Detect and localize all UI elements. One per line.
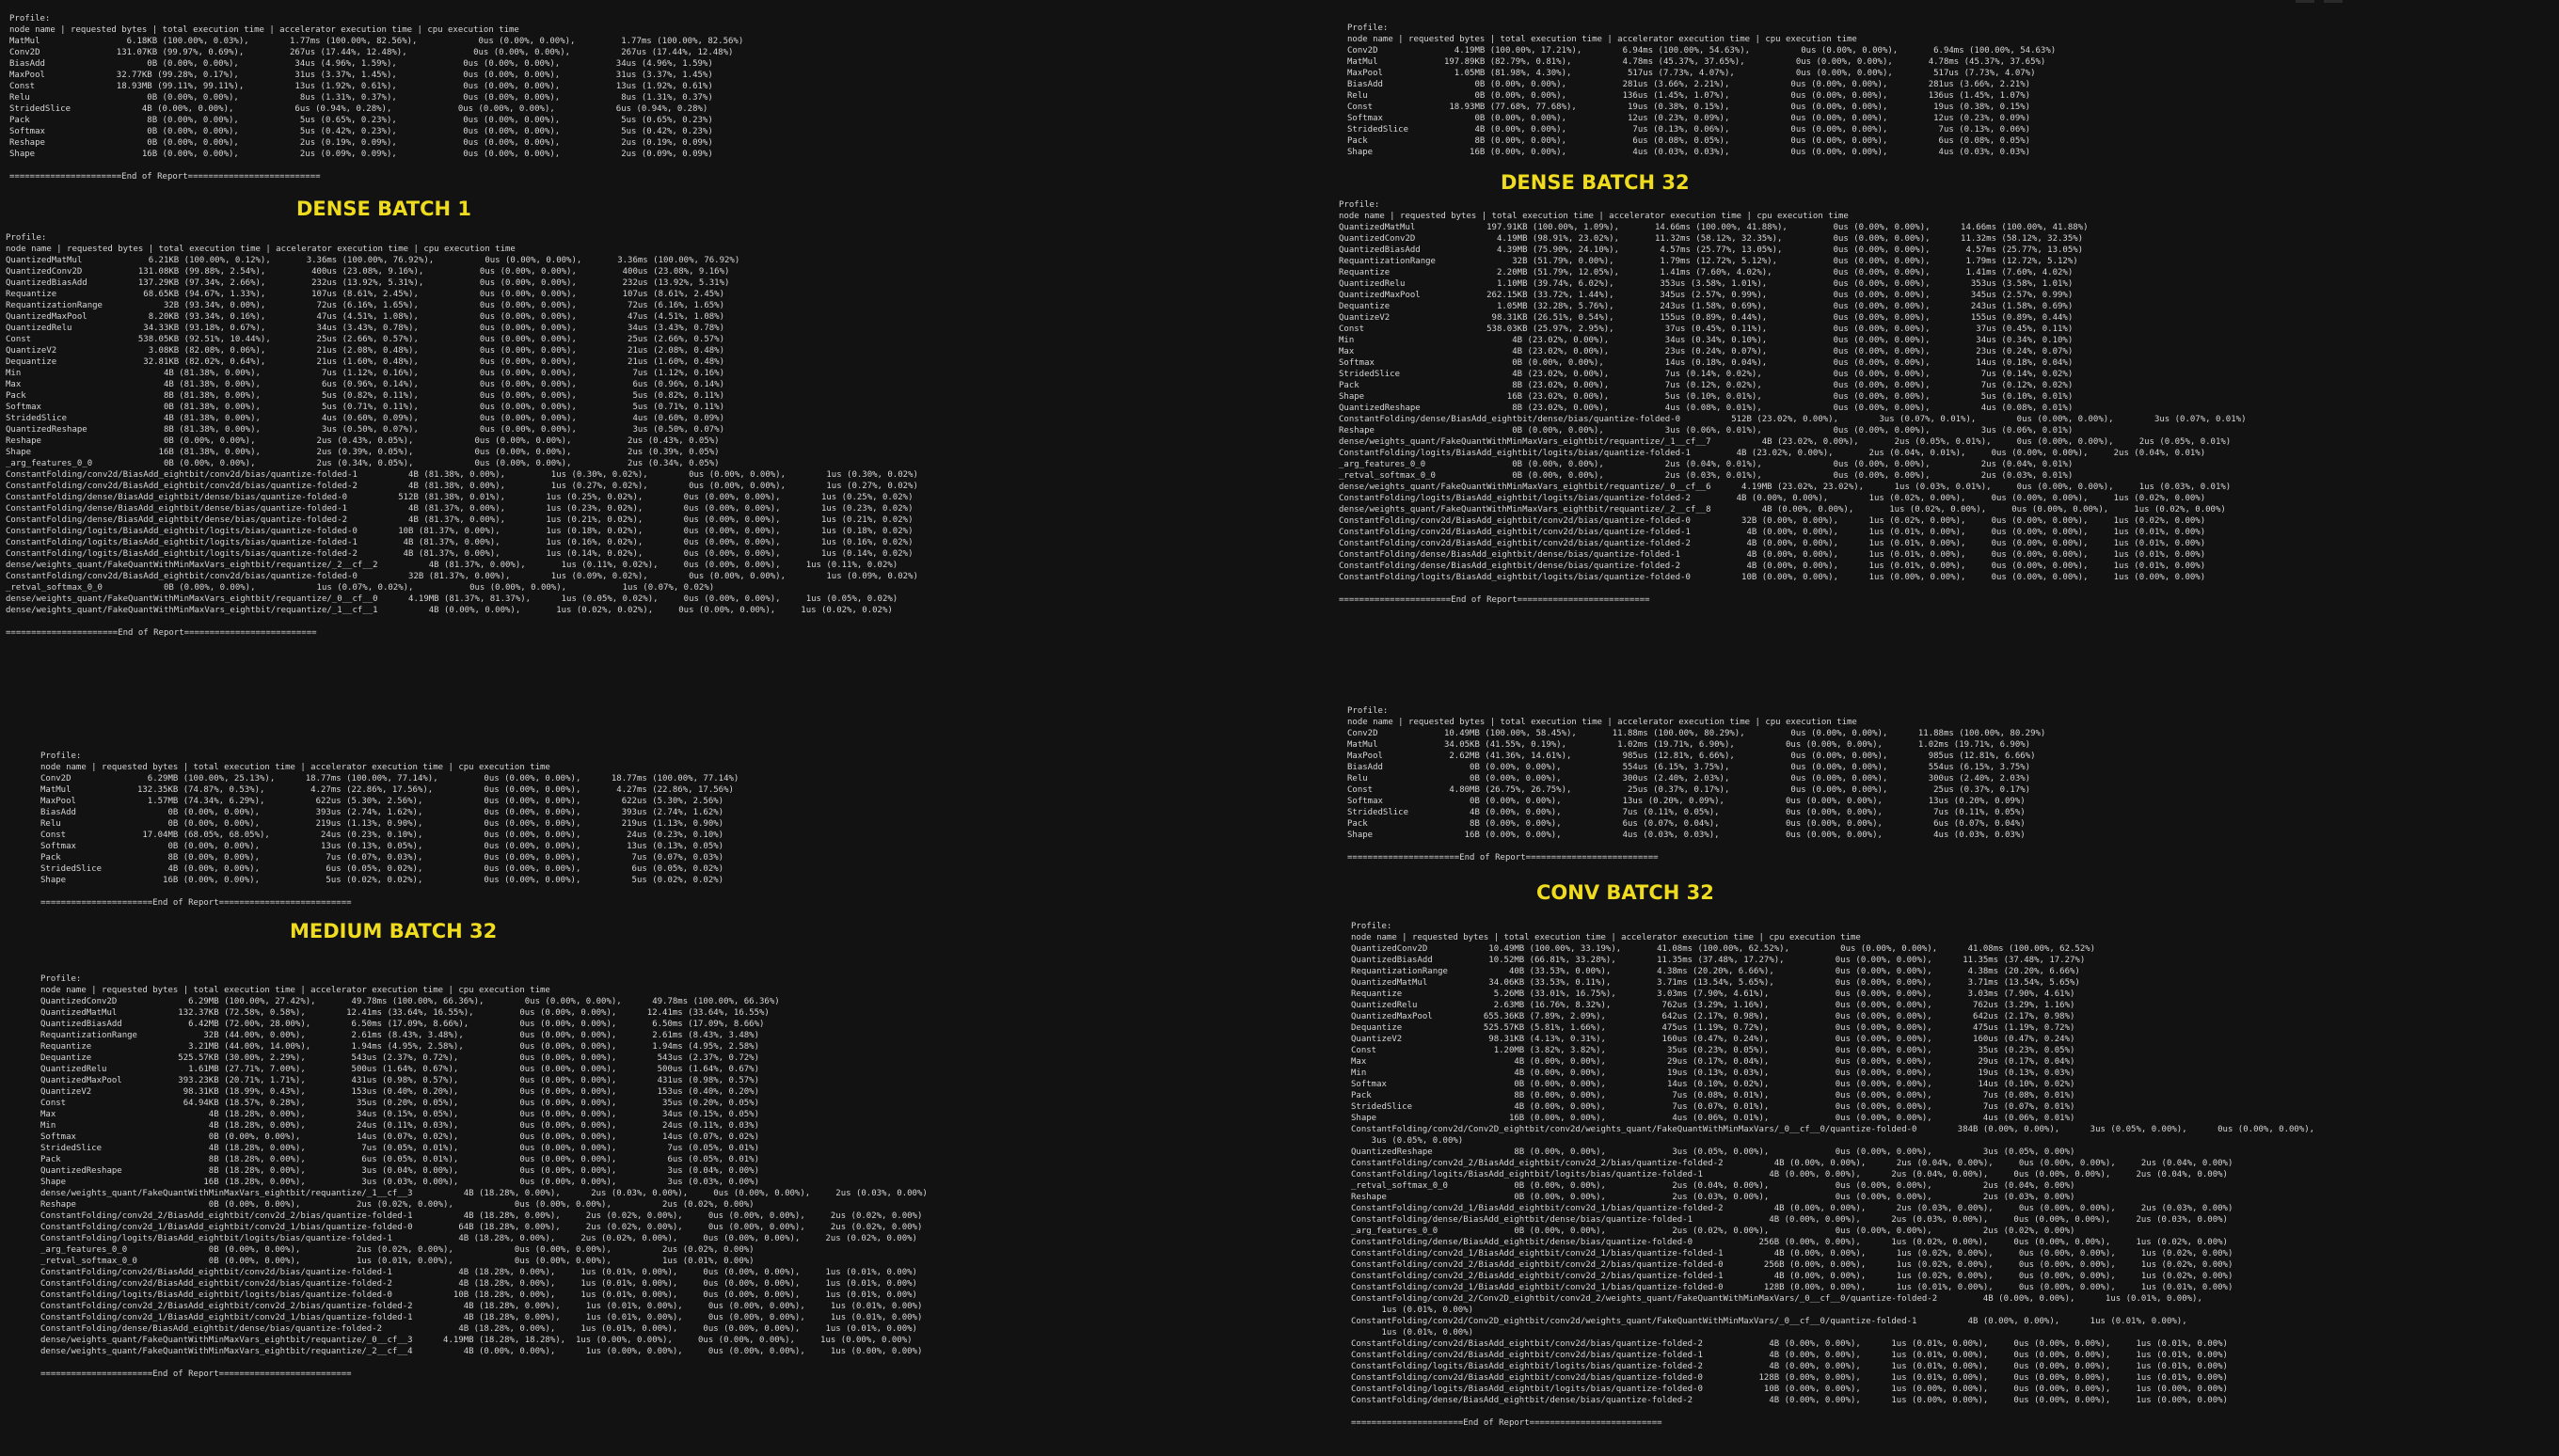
window-top-edge bbox=[2324, 0, 2343, 3]
profile-report-dense-batch-32: Profile: node name | requested bytes | t… bbox=[1339, 199, 2247, 606]
profile-report-text: Profile: node name | requested bytes | t… bbox=[6, 233, 918, 638]
profile-report-medium-batch-32: Profile: node name | requested bytes | t… bbox=[40, 973, 928, 1380]
window-top-edge bbox=[2296, 0, 2314, 3]
conv-batch-32-heading: CONV BATCH 32 bbox=[1536, 881, 1714, 904]
medium-batch-32-heading: MEDIUM BATCH 32 bbox=[290, 920, 498, 942]
profile-report-top-right: Profile: node name | requested bytes | t… bbox=[1347, 23, 2056, 158]
profile-report-mid-left: Profile: node name | requested bytes | t… bbox=[40, 751, 739, 909]
profile-report-text: Profile: node name | requested bytes | t… bbox=[9, 14, 744, 182]
profile-report-conv-batch-32: Profile: node name | requested bytes | t… bbox=[1351, 921, 2314, 1429]
profile-report-text: Profile: node name | requested bytes | t… bbox=[1339, 200, 2247, 605]
profile-report-text: Profile: node name | requested bytes | t… bbox=[1347, 24, 2057, 157]
profile-report-text: Profile: node name | requested bytes | t… bbox=[40, 752, 739, 908]
dense-batch-1-heading: DENSE BATCH 1 bbox=[296, 198, 471, 220]
profile-report-text: Profile: node name | requested bytes | t… bbox=[40, 974, 928, 1379]
profile-report-dense-batch-1: Profile: node name | requested bytes | t… bbox=[6, 232, 918, 639]
profile-report-text: Profile: node name | requested bytes | t… bbox=[1347, 706, 2046, 863]
profile-report-text: Profile: node name | requested bytes | t… bbox=[1351, 922, 2315, 1428]
profile-report-top-left: Profile: node name | requested bytes | t… bbox=[9, 13, 743, 182]
dense-batch-32-heading: DENSE BATCH 32 bbox=[1501, 171, 1690, 194]
profile-report-mid-right: Profile: node name | requested bytes | t… bbox=[1347, 705, 2045, 863]
